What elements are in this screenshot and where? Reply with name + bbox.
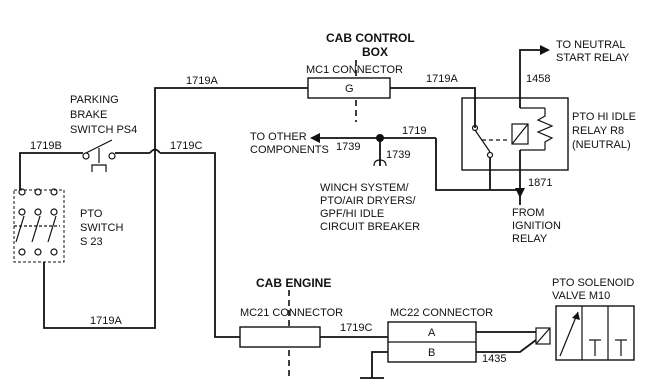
from-ignition-arrow-icon — [515, 188, 525, 198]
pto-switch-label-line2: SWITCH — [80, 222, 123, 234]
parking-brake-label-line2: BRAKE — [70, 109, 107, 121]
wire-1719-to-relay — [435, 138, 520, 191]
mc21-connector — [239, 326, 321, 348]
wire-1435 — [476, 339, 537, 353]
mc1-pin-g: G — [345, 83, 354, 95]
breaker-symbol-icon — [373, 159, 387, 167]
parking-brake-switch-symbol — [82, 139, 116, 172]
wire-1719b — [19, 152, 83, 190]
wire-label-1719: 1719 — [402, 125, 426, 137]
wire-label-1719c-bottom: 1719C — [340, 322, 372, 334]
pto-switch-symbol — [13, 188, 65, 263]
wire-1719c-main — [160, 152, 240, 338]
winch-label-line1: WINCH SYSTEM/ — [320, 182, 410, 194]
winch-label-line3: GPF/HI IDLE — [320, 208, 384, 220]
relay-label-line2: RELAY R8 — [572, 125, 624, 137]
pto-switch-label-line1: PTO — [80, 208, 103, 220]
relay-r8-symbol — [471, 107, 554, 159]
to-neutral-label-line2: START RELAY — [556, 52, 630, 64]
wire-label-1719c-top: 1719C — [170, 140, 202, 152]
from-ignition-label-line3: RELAY — [512, 233, 548, 245]
to-other-label-line2: COMPONENTS — [250, 144, 329, 156]
cab-engine-heading: CAB ENGINE — [256, 276, 331, 290]
mc21-connector-label: MC21 CONNECTOR — [240, 307, 343, 319]
wire-label-1871: 1871 — [528, 177, 552, 189]
wire-1719a-top — [154, 87, 308, 190]
wire-crossover — [149, 148, 161, 154]
parking-brake-label-line3: SWITCH PS4 — [70, 124, 137, 136]
relay-label-line1: PTO HI IDLE — [572, 111, 636, 123]
cab-control-box-heading-line2: BOX — [362, 45, 388, 59]
mc22-pin-a: A — [428, 327, 436, 339]
wire-ground — [371, 351, 388, 378]
to-neutral-label-line1: TO NEUTRAL — [556, 39, 625, 51]
to-other-arrow-icon — [310, 133, 320, 143]
wire-label-1719a-bottom: 1719A — [90, 315, 122, 327]
solenoid-label-line1: PTO SOLENOID — [552, 277, 634, 289]
to-neutral-arrow-icon — [540, 45, 550, 55]
winch-label-line4: CIRCUIT BREAKER — [320, 221, 420, 233]
relay-label-line3: (NEUTRAL) — [572, 139, 631, 151]
solenoid-label-line2: VALVE M10 — [552, 290, 610, 302]
wire-label-1739-left: 1739 — [336, 141, 360, 153]
wire-label-1719a-top: 1719A — [186, 75, 218, 87]
solenoid-coil-slash — [535, 327, 551, 345]
wire-1458 — [519, 49, 542, 108]
relay-r8-box — [461, 97, 569, 171]
mc1-connector-label: MC1 CONNECTOR — [306, 64, 403, 76]
wire-1719a-bottom — [43, 190, 156, 329]
from-ignition-label-line2: IGNITION — [512, 220, 561, 232]
wire-label-1458: 1458 — [526, 73, 550, 85]
wire-label-1739-down: 1739 — [386, 149, 410, 161]
mc22-connector-label: MC22 CONNECTOR — [390, 307, 493, 319]
wire-label-1719b: 1719B — [30, 140, 62, 152]
to-other-label-line1: TO OTHER — [250, 131, 307, 143]
parking-brake-label-line1: PARKING — [70, 94, 119, 106]
wire-label-1719a-right: 1719A — [426, 73, 458, 85]
solenoid-valve-symbol — [555, 305, 635, 361]
pto-switch-label-line3: S 23 — [80, 236, 103, 248]
cab-control-box-heading-line1: CAB CONTROL — [326, 31, 415, 45]
mc22-pin-b: B — [428, 347, 435, 359]
from-ignition-label-line1: FROM — [512, 207, 544, 219]
winch-label-line2: PTO/AIR DRYERS/ — [320, 195, 417, 207]
wire-1719a-right — [390, 87, 476, 128]
wire-label-1435: 1435 — [482, 353, 506, 365]
